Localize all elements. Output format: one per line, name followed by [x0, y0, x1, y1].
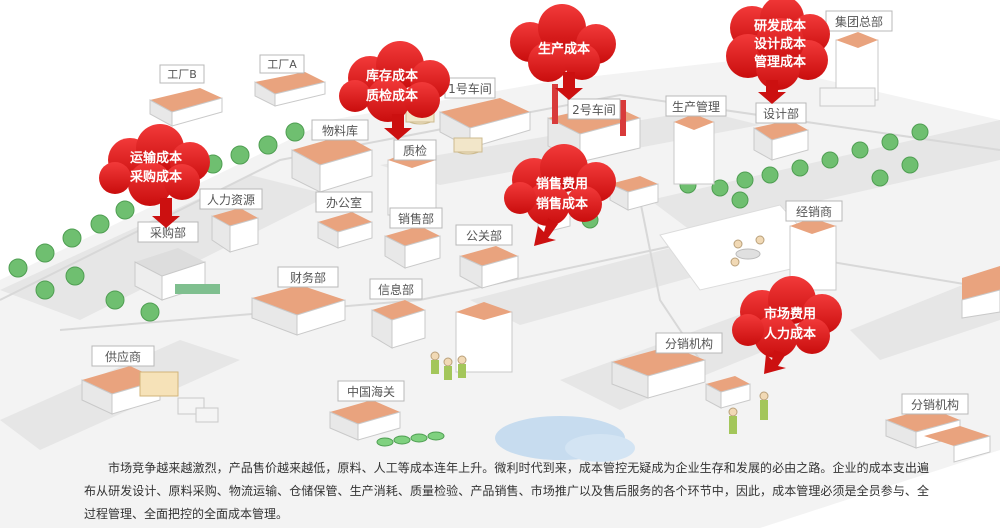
callout-market-expense: 市场费用 [764, 306, 816, 322]
callout-sales-expense: 销售费用 销售成本 [504, 144, 616, 246]
callout-market-hr: 市场费用 人力成本 [732, 276, 842, 374]
label-factory-b: 工厂B [167, 68, 197, 81]
callout-sales-expense-text: 销售费用 [536, 176, 588, 192]
callout-inventory-inspection: 库存成本 质检成本 [339, 41, 450, 140]
label-distributor: 经销商 [796, 204, 832, 219]
label-material-warehouse: 物料库 [322, 123, 358, 138]
label-branch-1: 分销机构 [665, 336, 713, 351]
label-finance: 财务部 [290, 270, 326, 285]
label-sales-dept: 销售部 [398, 211, 434, 226]
label-procurement: 采购部 [150, 225, 186, 240]
callout-design-cost: 设计成本 [754, 36, 806, 52]
label-quality-inspection: 质检 [403, 143, 427, 158]
label-it-dept: 信息部 [378, 282, 414, 297]
label-office: 办公室 [326, 195, 362, 210]
callout-production-cost: 生产成本 [538, 41, 590, 57]
intro-paragraph: 市场竞争越来越激烈，产品售价越来越低，原料、人工等成本连年上升。微利时代到来，成… [84, 461, 929, 521]
callout-rd-cost: 研发成本 [754, 18, 806, 34]
callout-transport-procurement: 运输成本 采购成本 [99, 124, 210, 228]
building-labels: 工厂B 工厂A 1号车间 2号车间 生产管理 设计部 集团总部 物料库 质检 人… [91, 10, 969, 415]
label-group-hq: 集团总部 [835, 14, 883, 29]
callout-procurement-cost: 采购成本 [129, 169, 182, 185]
label-workshop-1: 1号车间 [448, 81, 492, 96]
callout-hr-cost: 人力成本 [764, 326, 816, 342]
callout-inspection-cost: 质检成本 [366, 88, 418, 104]
label-production-mgmt: 生产管理 [672, 99, 720, 114]
callout-sales-cost-text: 销售成本 [536, 196, 588, 212]
callout-inventory-cost: 库存成本 [366, 68, 418, 84]
label-design-dept: 设计部 [763, 106, 799, 121]
label-workshop-2: 2号车间 [572, 102, 616, 117]
callout-management-cost: 管理成本 [754, 54, 806, 70]
callout-transport-cost: 运输成本 [130, 150, 182, 166]
label-hr: 人力资源 [207, 193, 255, 207]
label-china-customs: 中国海关 [347, 384, 395, 399]
label-supplier: 供应商 [105, 349, 141, 364]
label-pr-dept: 公关部 [466, 228, 502, 243]
label-factory-a: 工厂A [267, 58, 297, 71]
callout-rd-design-mgmt: 研发成本 设计成本 管理成本 [726, 0, 830, 104]
label-branch-2: 分销机构 [911, 397, 959, 412]
callout-production: 生产成本 [510, 4, 616, 100]
